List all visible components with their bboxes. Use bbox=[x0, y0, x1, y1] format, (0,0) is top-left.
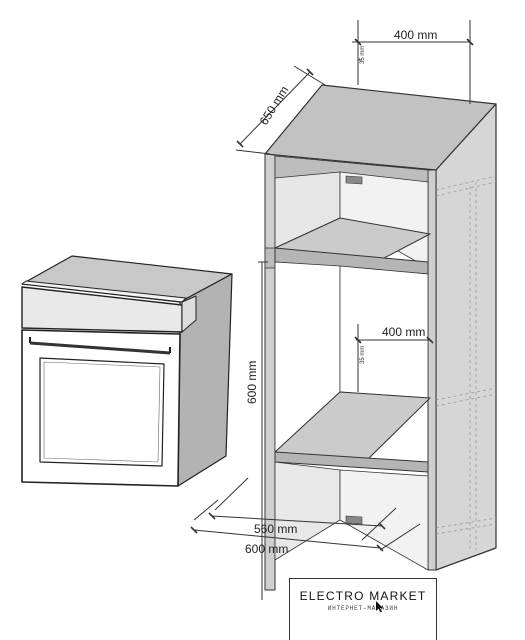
dimension-ticks bbox=[190, 38, 474, 552]
outer-width-label: 600 mm bbox=[245, 542, 288, 556]
inner-width-label: 560 mm bbox=[254, 522, 297, 536]
logo-title: ELECTRO MARKET bbox=[299, 589, 427, 603]
mid-gap-label: 35 mm bbox=[360, 346, 366, 364]
cursor-icon bbox=[376, 601, 383, 613]
dimension-lines bbox=[193, 20, 471, 600]
depth-label: 650 mm bbox=[257, 83, 292, 127]
cabinet-illustration bbox=[264, 84, 497, 591]
top-width-label: 400 mm bbox=[394, 28, 437, 42]
top-gap-label: 35 mm bbox=[360, 46, 366, 64]
electro-market-logo: ELECTRO MARKET ИНТЕРНЕТ-МАГАЗИН bbox=[289, 578, 437, 640]
mid-width-label: 400 mm bbox=[382, 325, 425, 339]
height-label: 600 mm bbox=[245, 361, 259, 404]
logo-subtitle: ИНТЕРНЕТ-МАГАЗИН bbox=[327, 605, 399, 612]
oven-illustration bbox=[21, 255, 233, 487]
